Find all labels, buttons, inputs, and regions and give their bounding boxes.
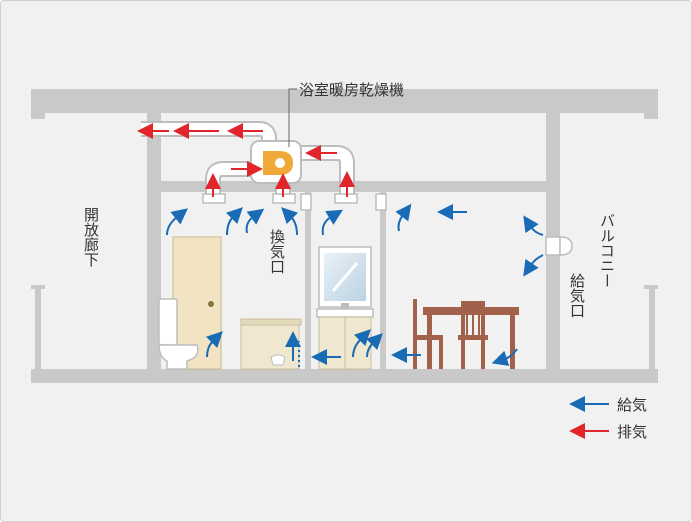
supply-arrow [205,331,223,358]
legend-item-supply: 給気 [569,396,647,414]
bathroom-dryer-fan-icon [263,151,293,175]
supply-arrow [281,207,299,236]
supply-arrow [245,208,265,234]
supply-arrows [166,203,544,366]
supply-port-label: 給気口 [568,273,586,318]
pipe [300,193,312,211]
legend-item-exhaust: 排気 [569,423,647,441]
legend-label-exhaust: 排気 [617,423,647,441]
supply-arrow [491,348,518,366]
left-wall [147,113,161,369]
supply-arrow [352,329,371,358]
supply-vent-icon [545,236,573,256]
dryer-label: 浴室暖房乾燥機 [299,81,404,99]
ceiling-vents [202,193,387,211]
supply-arrow [395,203,412,232]
legend: 給気 排気 [569,396,647,441]
supply-arrow [523,254,544,277]
dining-set-icon [413,299,519,369]
supply-arrow [523,215,544,236]
supply-arrow [166,208,188,236]
vent-port-label: 換気口 [268,229,286,274]
roof-slab-right-drop [644,89,658,119]
balcony-label: バルコニー [598,213,616,288]
roof-slab [31,89,658,113]
toilet-icon [158,298,199,370]
bathroom-dryer-unit [250,140,302,184]
right-railing-post [649,285,655,369]
roof-slab-left-drop [31,89,45,119]
supply-arrow [225,207,243,236]
exhaust-arrows [137,123,355,197]
supply-arrow [321,209,344,236]
left-railing-post [35,285,41,369]
corridor-label: 開放廊下 [82,207,100,267]
vanity-icon [316,246,374,370]
legend-label-supply: 給気 [617,396,647,414]
bathtub-icon [240,318,302,370]
dryer-leader-line [288,88,297,147]
supply-arrow [365,333,383,358]
floor-slab [31,369,658,383]
partition-2 [380,192,386,369]
partition-1 [305,192,311,369]
